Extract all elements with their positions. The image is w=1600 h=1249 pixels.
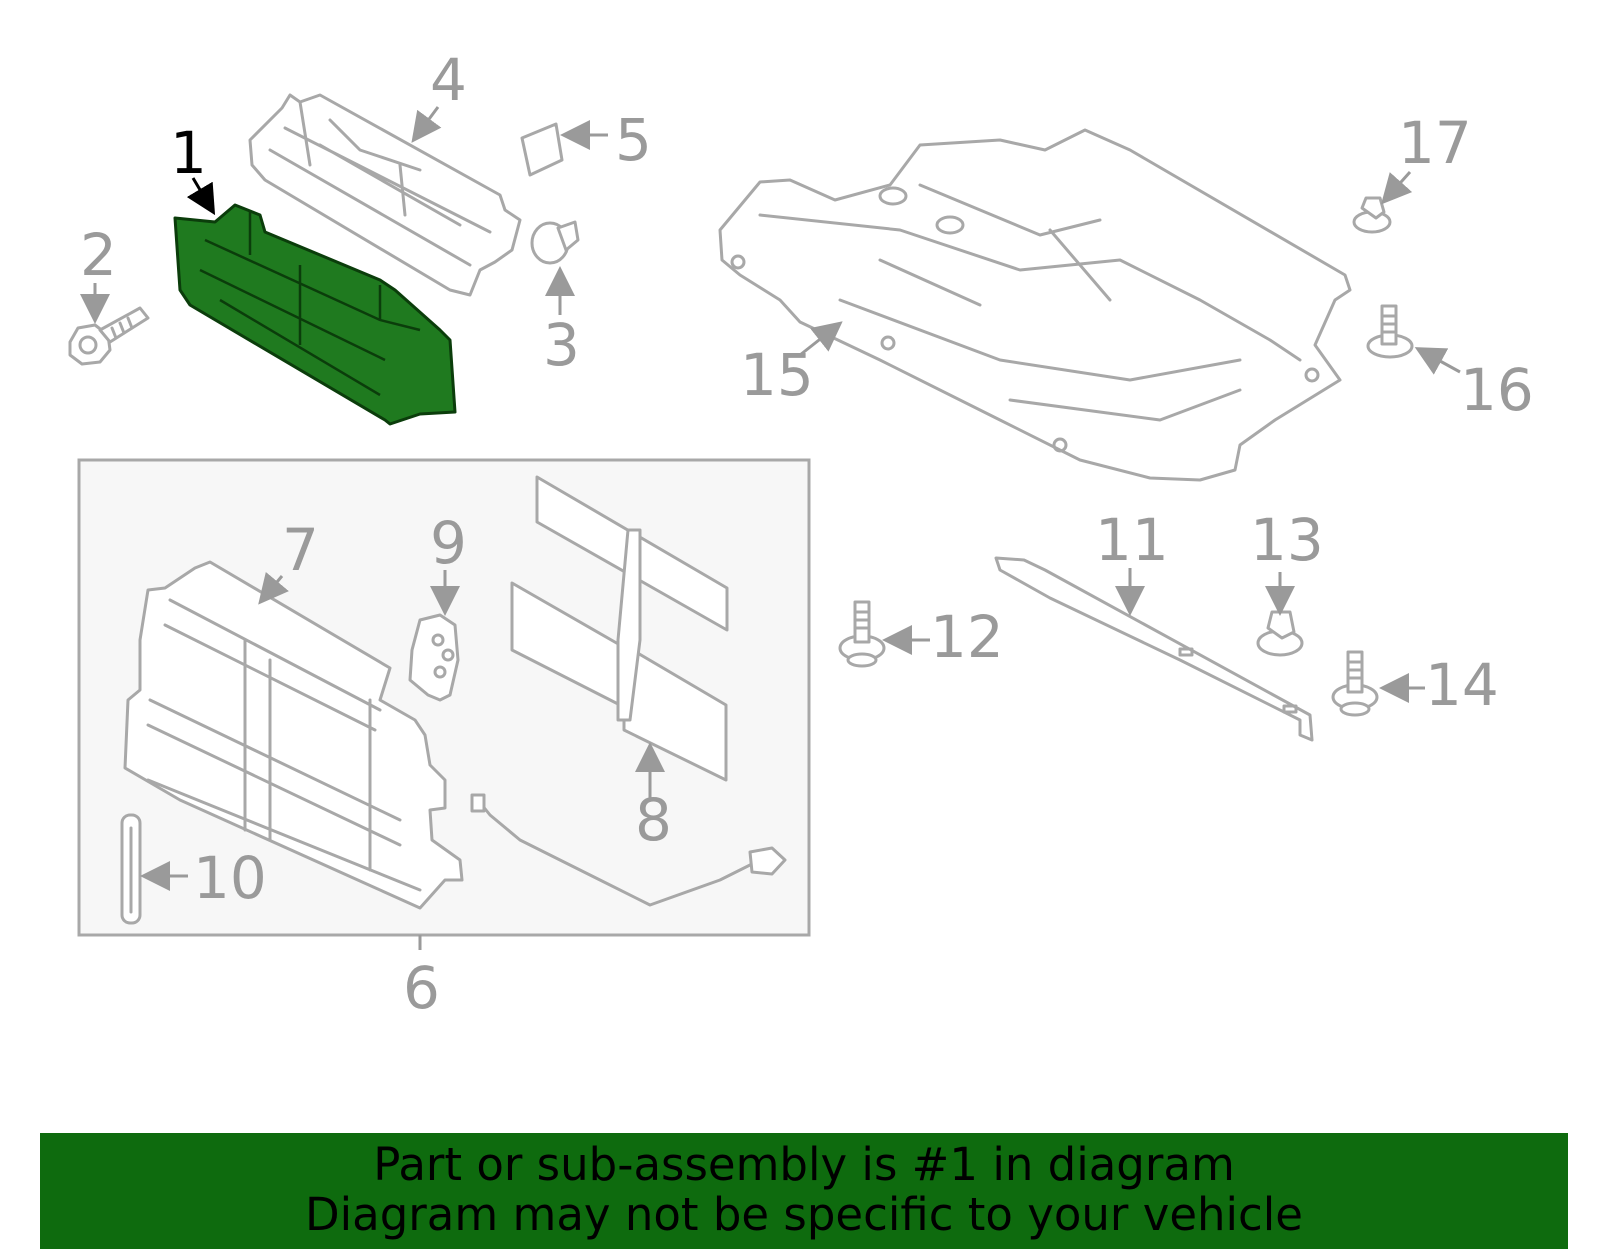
- banner-line-part-number: Part or sub-assembly is #1 in diagram: [373, 1138, 1235, 1191]
- part-14-bolt[interactable]: [1331, 650, 1379, 717]
- callout-17[interactable]: 17: [1398, 109, 1472, 177]
- leader-15: [799, 321, 843, 357]
- callout-8[interactable]: 8: [635, 786, 672, 854]
- callout-3[interactable]: 3: [543, 311, 580, 379]
- part-10-clip[interactable]: [120, 813, 142, 925]
- callout-7[interactable]: 7: [282, 516, 319, 584]
- part-7-shutter-frame[interactable]: [123, 560, 464, 910]
- part-9-actuator[interactable]: [408, 613, 460, 702]
- callout-16[interactable]: 16: [1460, 356, 1534, 424]
- part-4-upper-deflector[interactable]: [248, 93, 522, 297]
- callout-15[interactable]: 15: [740, 341, 814, 409]
- leader-16: [1414, 347, 1461, 375]
- callout-10[interactable]: 10: [193, 844, 267, 912]
- part-11-strip[interactable]: [994, 556, 1314, 742]
- callout-1[interactable]: 1: [170, 119, 207, 187]
- callout-13[interactable]: 13: [1250, 506, 1324, 574]
- part-8-shutter-vanes[interactable]: [510, 475, 729, 782]
- callout-6[interactable]: 6: [403, 954, 440, 1022]
- leader-17: [1381, 171, 1413, 205]
- leader-1: [186, 177, 216, 216]
- wire-harness[interactable]: [470, 793, 787, 907]
- callout-12[interactable]: 12: [930, 603, 1004, 671]
- part-16-stud[interactable]: [1366, 304, 1414, 359]
- part-3-nut[interactable]: [530, 220, 580, 265]
- info-banner: Part or sub-assembly is #1 in diagram Di…: [40, 1133, 1568, 1249]
- leader-7: [258, 571, 289, 605]
- leader-4: [411, 106, 442, 143]
- part-2-bolt[interactable]: [68, 306, 150, 366]
- callout-2[interactable]: 2: [80, 221, 117, 289]
- part-12-bolt[interactable]: [838, 600, 886, 668]
- callout-9[interactable]: 9: [430, 509, 467, 577]
- callout-14[interactable]: 14: [1425, 651, 1499, 719]
- callout-11[interactable]: 11: [1095, 506, 1169, 574]
- part-5-pad[interactable]: [520, 122, 564, 177]
- part-15-lower-shield[interactable]: [718, 128, 1352, 482]
- part-13-clip[interactable]: [1256, 610, 1304, 657]
- banner-line-disclaimer: Diagram may not be specific to your vehi…: [305, 1188, 1303, 1241]
- callout-4[interactable]: 4: [430, 46, 467, 114]
- parts-diagram: 1 2 3 4 5 6 7 8 9 10 11 12 13 14 15 16 1…: [68, 46, 1534, 1022]
- callout-5[interactable]: 5: [615, 106, 652, 174]
- part-17-clip[interactable]: [1352, 196, 1392, 234]
- part-1-air-deflector[interactable]: [173, 203, 457, 426]
